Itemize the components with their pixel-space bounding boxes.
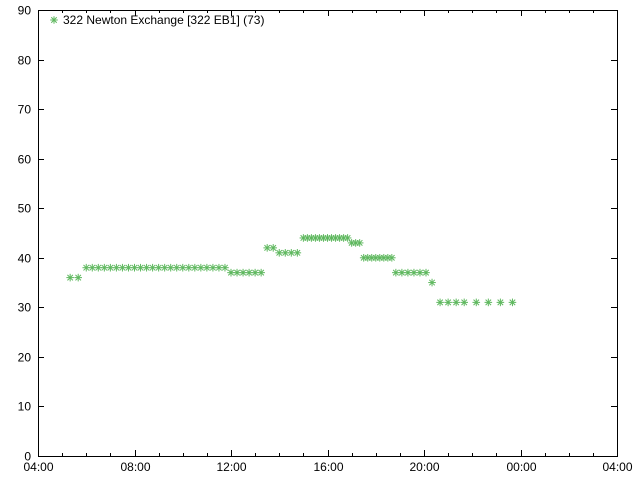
data-point: [343, 234, 352, 242]
data-point: [160, 263, 169, 272]
data-points: [66, 234, 517, 307]
data-point: [508, 298, 517, 307]
plot-area: [38, 10, 618, 457]
data-point: [215, 263, 223, 272]
y-tick-label: 30: [18, 301, 32, 315]
data-point: [130, 263, 139, 272]
data-point: [257, 268, 265, 277]
data-point: [154, 263, 163, 272]
x-tick-label: 16:00: [313, 460, 343, 474]
data-point: [245, 268, 253, 277]
x-tick-label: 20:00: [409, 460, 439, 474]
data-point: [203, 263, 211, 272]
data-point: [166, 263, 175, 272]
data-point: [233, 268, 241, 277]
x-tick-label: 12:00: [216, 460, 246, 474]
y-tick-label: 10: [18, 400, 32, 414]
data-point: [66, 273, 74, 282]
y-tick-label: 50: [18, 202, 32, 216]
data-point: [221, 263, 229, 272]
legend-asterisk-icon: [50, 16, 58, 24]
data-point: [436, 298, 444, 307]
y-axis-tick-labels: 0 10 20 30 40 50 60 70 80 90: [18, 4, 32, 464]
data-point: [472, 298, 481, 307]
x-axis-tick-labels: 04:00 08:00 12:00 16:00 20:00 00:00 04:00: [23, 460, 632, 474]
data-point: [388, 253, 396, 262]
data-point: [74, 273, 83, 282]
legend-label: 322 Newton Exchange [322 EB1] (73): [63, 13, 264, 27]
data-point: [422, 268, 430, 277]
data-point: [293, 249, 302, 257]
data-point: [484, 298, 493, 307]
y-tick-label: 0: [24, 450, 31, 464]
x-tick-label: 08:00: [120, 460, 150, 474]
x-tick-label: 04:00: [602, 460, 632, 474]
axis-ticks: [38, 10, 618, 457]
data-point: [355, 239, 364, 247]
data-point: [452, 298, 460, 307]
y-tick-label: 40: [18, 252, 32, 266]
legend-marker: [50, 16, 58, 24]
y-tick-label: 60: [18, 153, 32, 167]
y-tick-label: 80: [18, 54, 32, 68]
data-point: [460, 298, 469, 307]
data-point: [428, 278, 436, 287]
data-point: [496, 298, 505, 307]
x-tick-label: 04:00: [23, 460, 53, 474]
data-point: [444, 298, 452, 307]
y-tick-label: 90: [18, 4, 32, 18]
legend: 322 Newton Exchange [322 EB1] (73): [50, 13, 264, 27]
data-point: [404, 268, 412, 277]
y-tick-label: 70: [18, 103, 32, 117]
y-tick-label: 20: [18, 351, 32, 365]
data-point: [398, 268, 406, 277]
data-point: [269, 244, 278, 252]
x-tick-label: 00:00: [506, 460, 536, 474]
